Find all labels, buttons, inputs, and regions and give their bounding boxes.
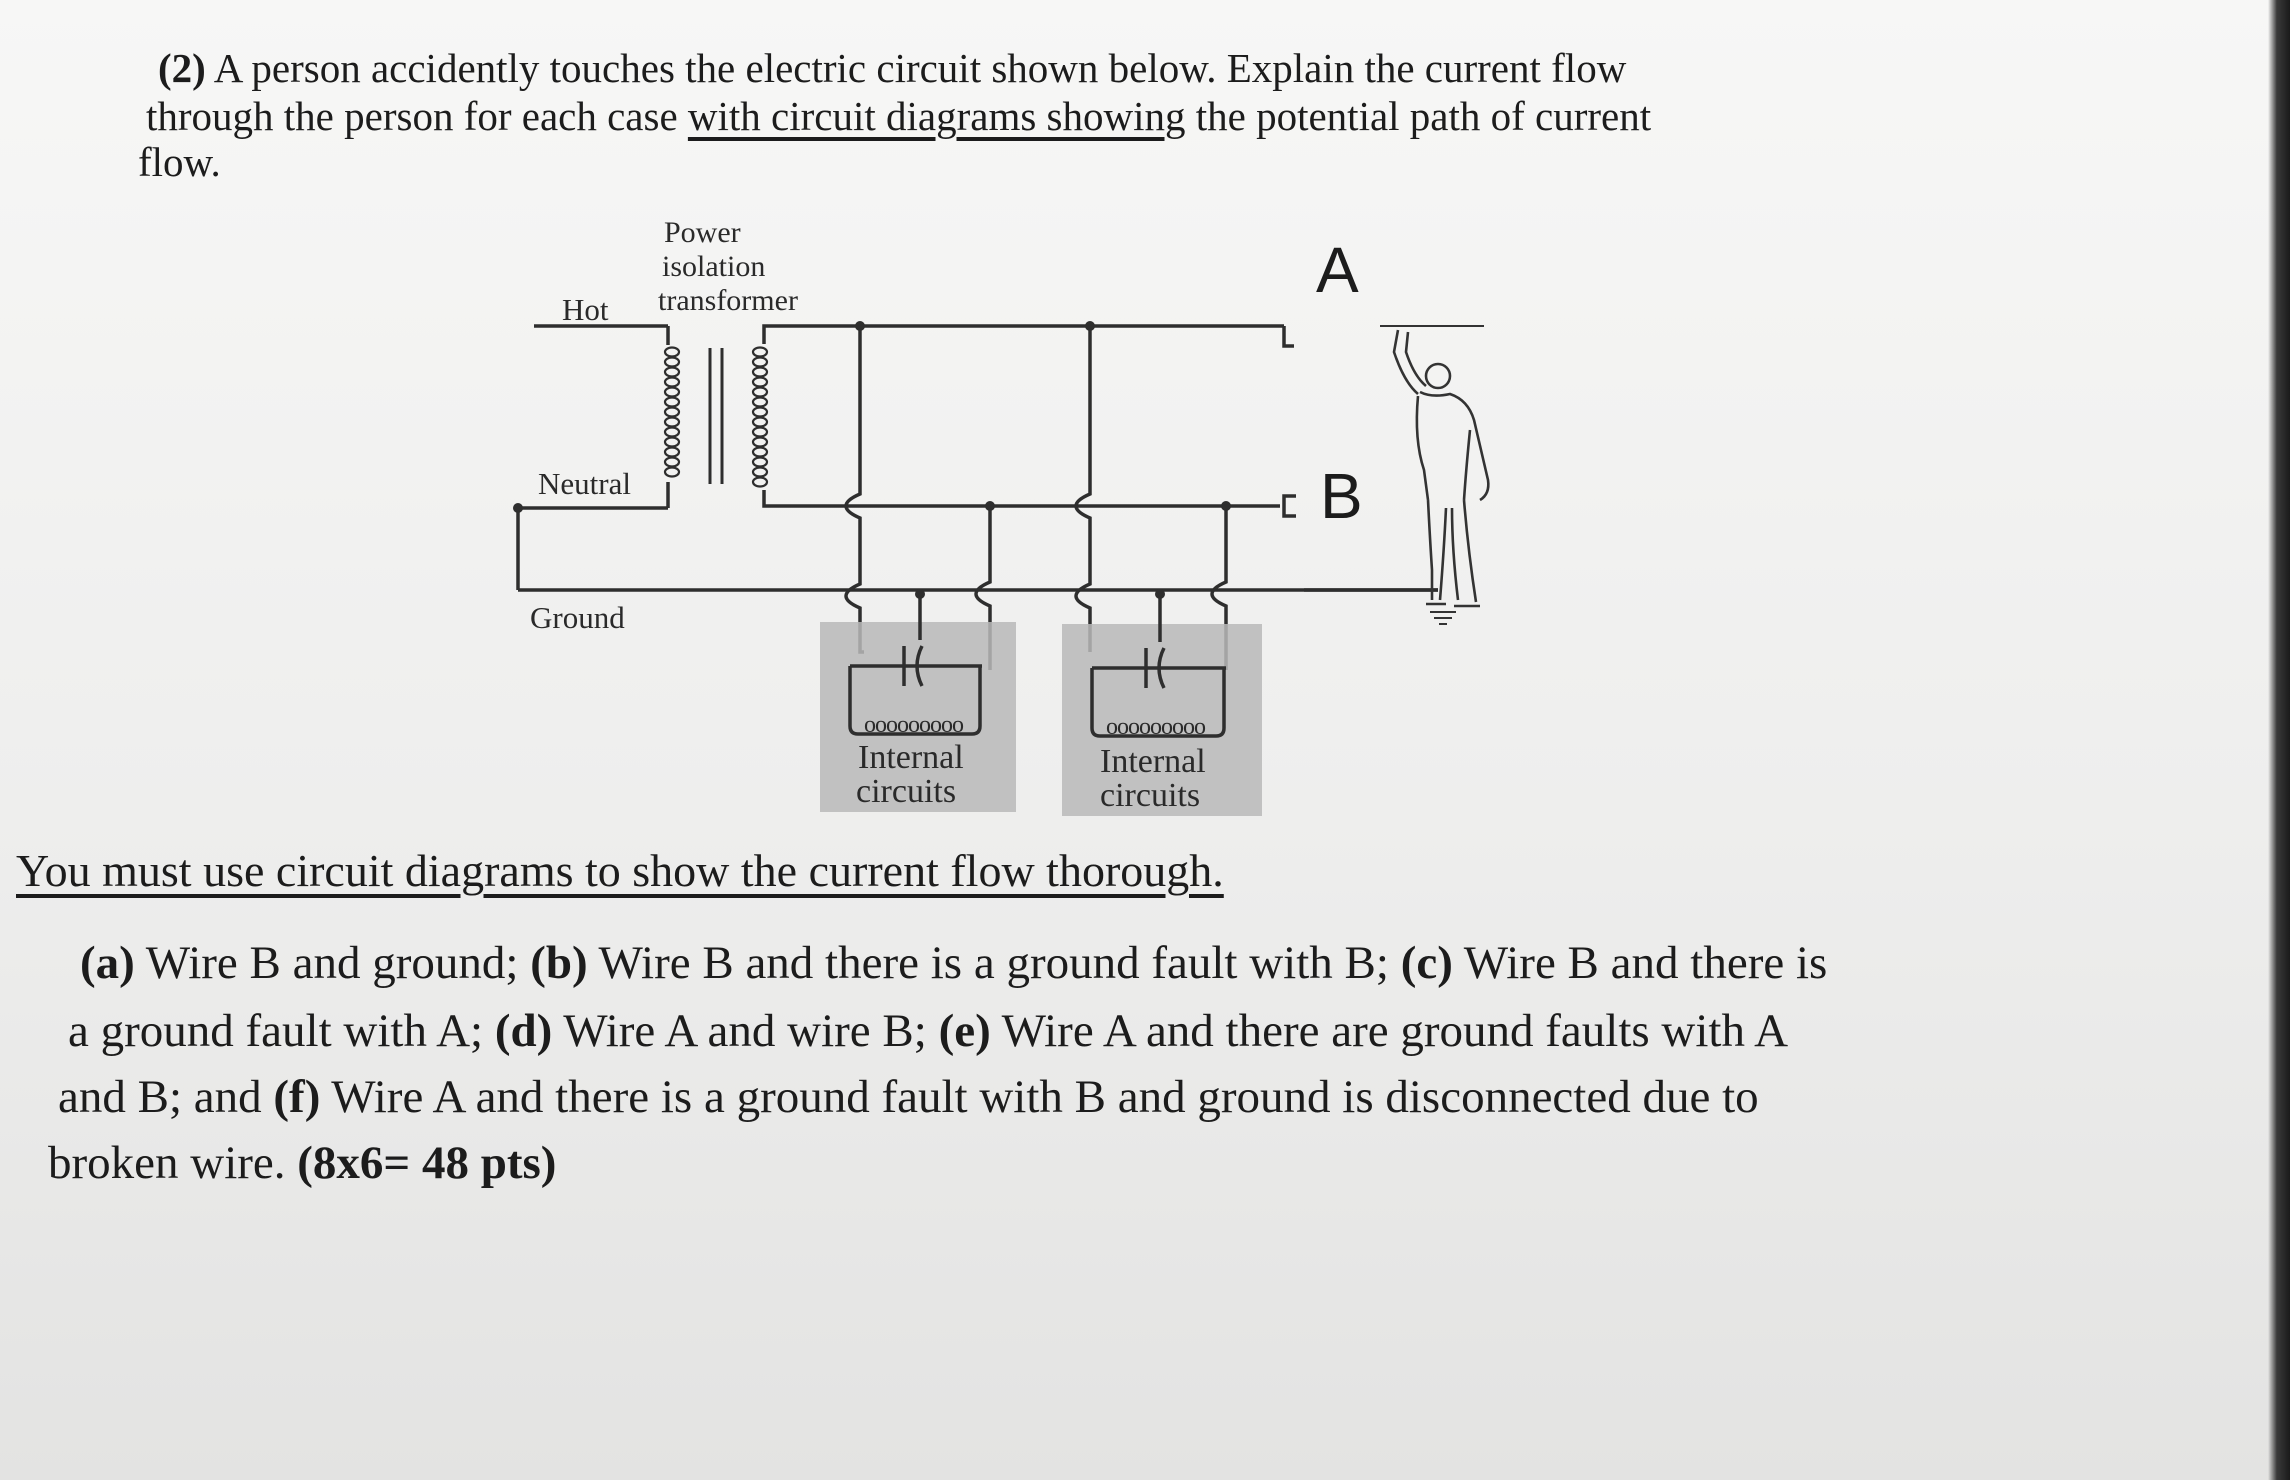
device-1-wiring [844, 326, 992, 670]
primary-coil [663, 346, 681, 478]
question-text-1: A person accidently touches the electric… [205, 45, 1627, 91]
label-f: (f) [273, 1071, 321, 1123]
label-power: Power [664, 216, 741, 249]
question-text-3: flow. [138, 139, 221, 185]
subquestion-line-2: a ground fault with A; (d) Wire A and wi… [68, 1008, 1788, 1055]
label-wire-a: A [1316, 234, 1359, 306]
label-e: (e) [938, 1005, 991, 1057]
subquestion-line-4: broken wire. (8x6= 48 pts) [48, 1140, 556, 1187]
points-label: (8x6= 48 pts) [297, 1137, 557, 1189]
question-number: (2) [158, 45, 206, 91]
coil-symbol-2: ooooooooo [1106, 714, 1206, 740]
label-ground: Ground [530, 600, 625, 635]
text-f-cont: broken wire. [48, 1137, 298, 1189]
label-hot: Hot [562, 292, 609, 327]
label-wire-b: B [1320, 460, 1363, 532]
question-line-2: through the person for each case with ci… [146, 96, 1651, 137]
text-e-cont: and B; and [58, 1071, 274, 1123]
subquestion-line-1: (a) Wire B and ground; (b) Wire B and th… [80, 940, 1827, 987]
question-text-2a: through the person for each case [146, 93, 688, 139]
question-line-1: (2) A person accidently touches the elec… [158, 48, 1626, 89]
secondary-coil [751, 346, 769, 488]
question-text-2-underlined: with circuit diagrams showing [687, 93, 1186, 139]
label-transformer: transformer [658, 284, 798, 317]
question-line-3: flow. [138, 142, 221, 183]
subquestion-line-3: and B; and (f) Wire A and there is a gro… [58, 1074, 1759, 1121]
label-neutral: Neutral [538, 466, 631, 501]
coil-symbol-1: ooooooooo [864, 712, 964, 738]
text-f: Wire A and there is a ground fault with … [320, 1071, 1759, 1123]
internal-circuit-box-1: ooooooooo Internal circuits [820, 614, 1016, 812]
question-text-2b: the potential path of current [1185, 93, 1652, 139]
primary-wiring [513, 324, 1438, 592]
label-c: (c) [1400, 937, 1453, 989]
internal-1-label-line1: Internal [858, 739, 964, 776]
text-b: Wire B and there is a ground fault with … [587, 937, 1401, 989]
page-edge-shadow [2268, 0, 2290, 1480]
label-a: (a) [80, 937, 135, 989]
secondary-wiring [762, 321, 1438, 592]
label-d: (d) [494, 1005, 553, 1057]
device-2-wiring [1074, 326, 1228, 670]
instruction-line: You must use circuit diagrams to show th… [16, 845, 1224, 896]
text-a: Wire B and ground; [134, 937, 531, 989]
internal-circuit-box-2: ooooooooo Internal circuits [1062, 614, 1262, 816]
text-c: Wire B and there is [1452, 937, 1828, 989]
text-c-cont: a ground fault with A; [68, 1005, 495, 1057]
internal-1-label-line2: circuits [856, 773, 956, 810]
text-e: Wire A and there are ground faults with … [990, 1005, 1789, 1057]
person-figure [1380, 325, 1490, 625]
label-isolation: isolation [662, 250, 765, 283]
label-b: (b) [530, 937, 588, 989]
internal-2-label-line1: Internal [1100, 743, 1206, 780]
internal-2-label-line2: circuits [1100, 777, 1200, 814]
text-d: Wire A and wire B; [552, 1005, 939, 1057]
transformer-core [708, 348, 724, 484]
